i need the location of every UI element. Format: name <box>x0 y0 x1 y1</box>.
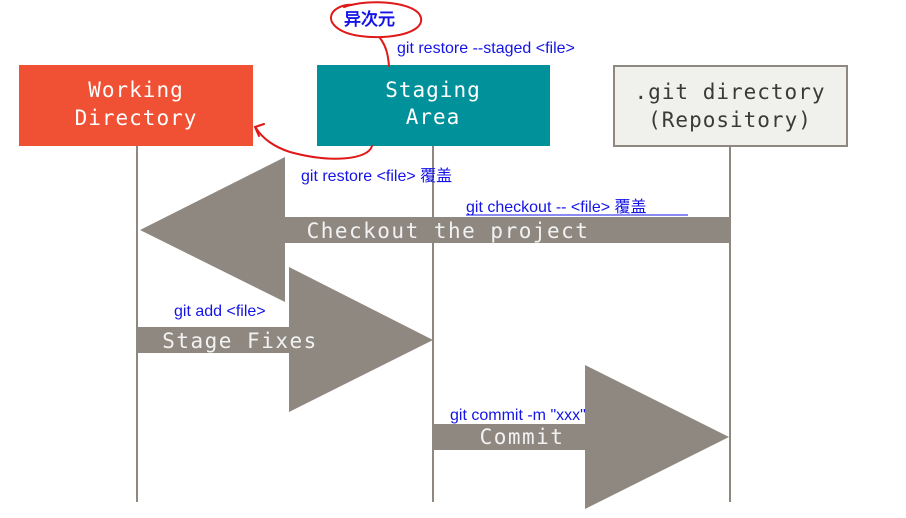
stage-fixes-arrow: Stage Fixes <box>138 267 433 412</box>
commit-arrow-shape <box>433 365 729 509</box>
repository-label-line2: (Repository) <box>648 108 812 132</box>
annotation-restore-staged: git restore --staged <file> <box>397 40 575 57</box>
staging-area-label-line2: Area <box>406 105 461 129</box>
staging-area-rect <box>317 65 550 146</box>
stage-fixes-arrow-label: Stage Fixes <box>162 329 318 353</box>
repository-box: .git directory (Repository) <box>613 65 848 147</box>
annotation-add: git add <file> <box>174 303 266 320</box>
handwritten-curve-arrow <box>255 127 373 160</box>
working-directory-box: Working Directory <box>19 65 253 146</box>
handwritten-connector <box>379 37 390 67</box>
commit-arrow: Commit <box>433 365 729 509</box>
checkout-arrow-shape <box>140 157 730 302</box>
stage-fixes-arrow-shape <box>138 267 433 412</box>
handwritten-markup <box>253 1 423 160</box>
staging-area-box: Staging Area <box>317 65 550 146</box>
annotation-checkout-file: git checkout -- <file> 覆盖 <box>466 198 647 216</box>
checkout-arrow: Checkout the project <box>140 157 730 302</box>
checkout-arrow-label: Checkout the project <box>307 219 590 243</box>
repository-label-line1: .git directory <box>634 80 825 104</box>
annotation-commit-cmd: git commit -m "xxx" <box>450 407 586 424</box>
annotation-restore: git restore <file> 覆盖 <box>301 167 452 185</box>
handwritten-arrowhead <box>253 123 265 137</box>
staging-area-label-line1: Staging <box>385 78 481 102</box>
commit-arrow-label: Commit <box>480 425 565 449</box>
handwritten-note: 异次元 <box>344 9 395 29</box>
working-directory-label-line1: Working <box>88 78 184 102</box>
working-directory-label-line2: Directory <box>75 106 198 130</box>
working-directory-rect <box>19 65 253 146</box>
handwritten-circle <box>330 1 423 39</box>
repository-rect <box>613 65 848 147</box>
